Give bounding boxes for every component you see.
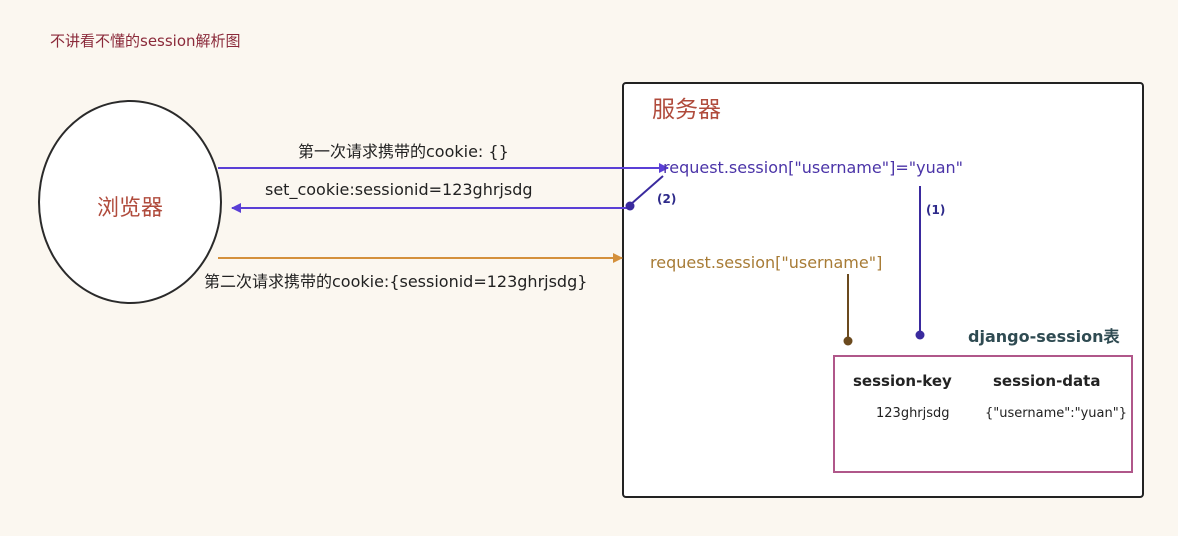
first-request-label: 第一次请求携带的cookie: {} bbox=[298, 142, 509, 161]
table-cell-session-data: {"username":"yuan"} bbox=[985, 406, 1127, 421]
browser-node bbox=[38, 100, 222, 304]
column-header-session-data: session-data bbox=[993, 372, 1101, 390]
session-get-expression: request.session["username"] bbox=[650, 253, 883, 272]
set-cookie-label: set_cookie:sessionid=123ghrjsdg bbox=[265, 180, 533, 199]
step1-dot bbox=[915, 330, 925, 340]
server-label: 服务器 bbox=[652, 97, 721, 123]
step2-dot bbox=[625, 201, 635, 211]
session-table bbox=[833, 355, 1133, 473]
column-header-session-key: session-key bbox=[853, 372, 952, 390]
step1-label: (1) bbox=[926, 203, 946, 217]
get-dot bbox=[843, 336, 853, 346]
step2-label: (2) bbox=[657, 192, 677, 206]
second-request-label: 第二次请求携带的cookie:{sessionid=123ghrjsdg} bbox=[204, 272, 588, 291]
page-title: 不讲看不懂的session解析图 bbox=[50, 32, 241, 50]
browser-label: 浏览器 bbox=[96, 196, 163, 221]
session-set-expression: request.session["username"]="yuan" bbox=[663, 158, 964, 177]
step2-link bbox=[629, 175, 664, 206]
session-table-title: django-session表 bbox=[968, 327, 1120, 346]
table-cell-session-key: 123ghrjsdg bbox=[876, 406, 950, 421]
